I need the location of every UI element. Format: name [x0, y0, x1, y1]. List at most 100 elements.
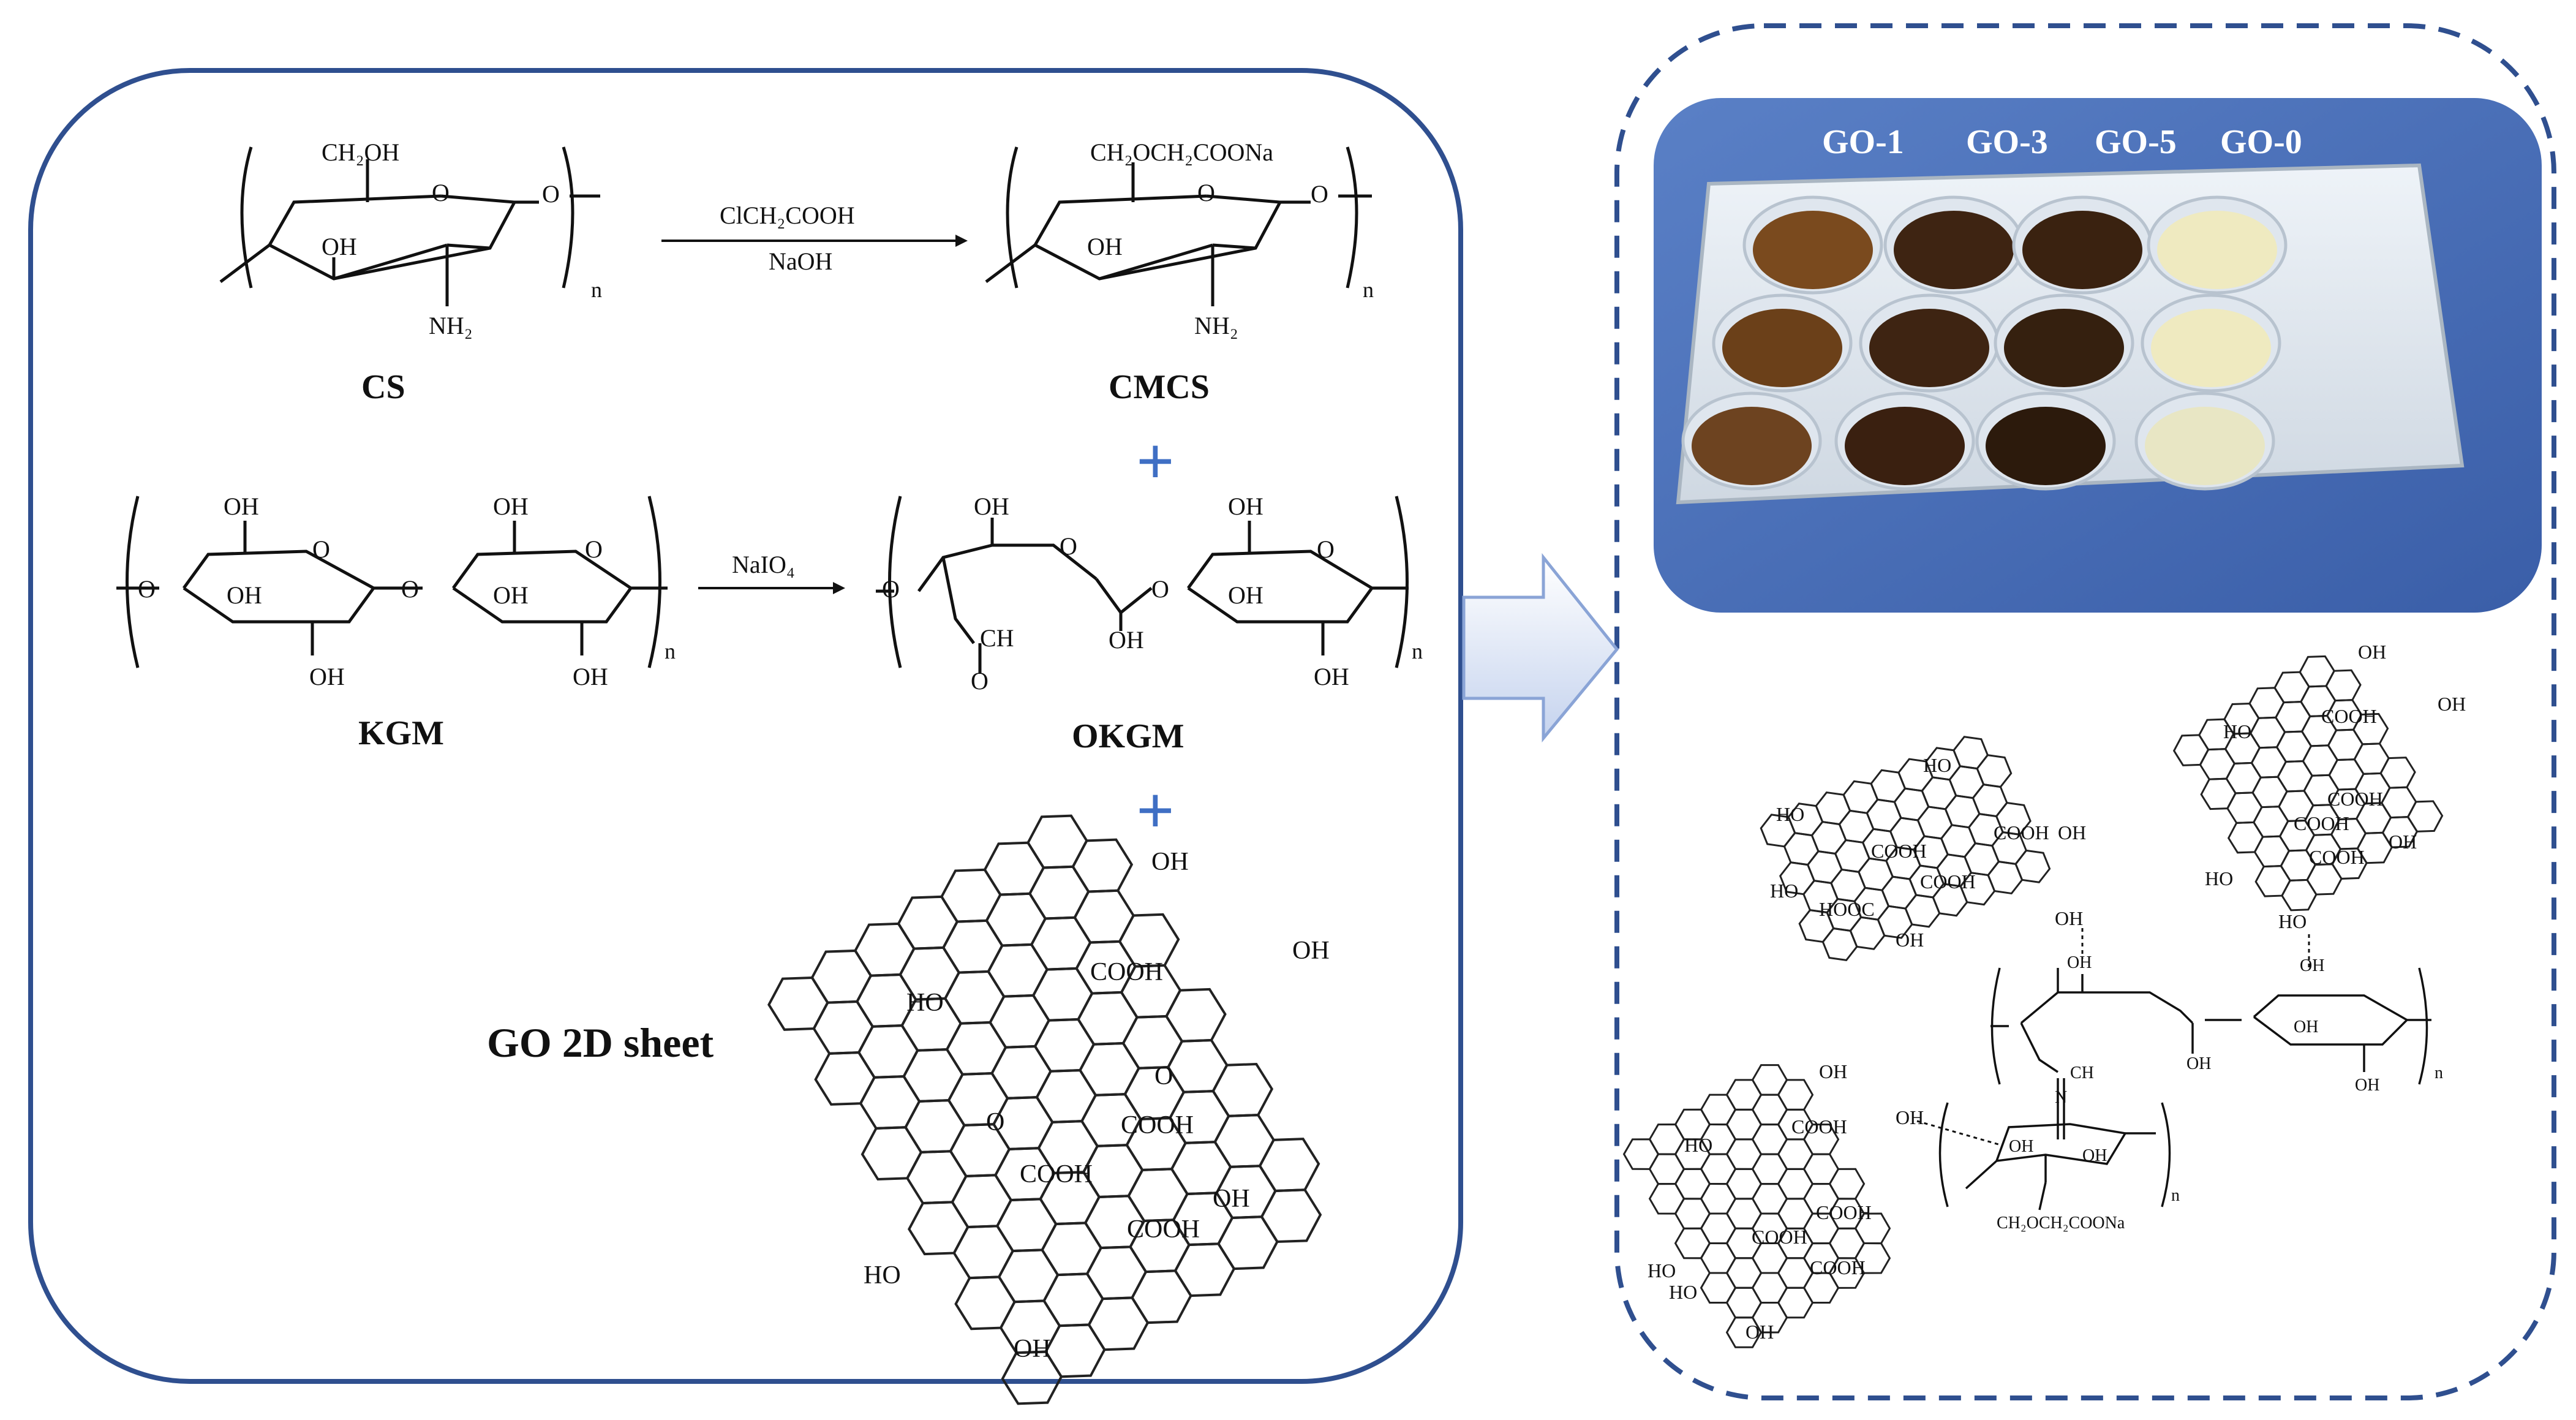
- hexagon-ring: [1073, 889, 1135, 944]
- net-ho-7: HO: [1684, 1134, 1712, 1156]
- go-sheet-right-bottom-left: [1622, 1064, 1891, 1348]
- hexagon-ring: [2172, 734, 2210, 766]
- well-liquid: [1722, 309, 1842, 387]
- hexagon-ring: [943, 970, 1006, 1025]
- net-cooh-9: COOH: [1816, 1201, 1872, 1223]
- well-grid: [1681, 195, 2288, 491]
- okgm-ring-o-2: O: [1317, 535, 1335, 563]
- net-hooc-1: HOOC: [1819, 898, 1875, 920]
- hexagon-ring: [897, 895, 959, 950]
- net-polymer-oh-6: OH: [2009, 1137, 2033, 1156]
- hexagon-ring: [1213, 1114, 1275, 1168]
- hexagon-ring: [1674, 1227, 1711, 1259]
- hexagon-ring: [810, 949, 873, 1004]
- hexagon-ring: [949, 1123, 1011, 1177]
- net-polymer-oh-5: OH: [2355, 1076, 2379, 1095]
- net-cooh-3: COOH: [1920, 871, 1976, 893]
- photo-label-go5: GO-5: [2095, 123, 2177, 161]
- left-panel-frame: [28, 68, 1463, 1384]
- cmcs-oh-label: OH: [1087, 233, 1123, 260]
- go-sheet-right-top-right: [2172, 655, 2444, 912]
- net-cooh-10: COOH: [1752, 1226, 1807, 1248]
- go-left-cooh-3: COOH: [1020, 1160, 1093, 1188]
- go-left-cooh-1: COOH: [1090, 958, 1163, 986]
- hexagon-ring: [2227, 821, 2264, 854]
- photo-label-go0: GO-0: [2220, 123, 2302, 161]
- hexagon-ring: [1087, 1296, 1150, 1351]
- hexagon-ring: [1904, 894, 1941, 928]
- cmcs-ring-o: O: [1197, 179, 1215, 206]
- reaction2-reagent: NaIO₄: [732, 551, 795, 578]
- hexagon-ring: [1258, 1138, 1320, 1192]
- well-liquid: [1894, 211, 2014, 289]
- hexagon-ring: [997, 1248, 1060, 1304]
- hexagon-ring: [1041, 1222, 1102, 1277]
- hexagon-ring: [1033, 1018, 1096, 1073]
- kgm-oh-6: OH: [573, 663, 608, 690]
- kgm-structure: [116, 496, 668, 668]
- okgm-o-carbonyl: O: [971, 667, 989, 695]
- hexagon-ring: [2406, 800, 2444, 833]
- hexagon-ring: [1121, 1014, 1184, 1070]
- net-cooh-6: COOH: [2294, 812, 2349, 834]
- kgm-oh-1: OH: [224, 493, 259, 520]
- net-cooh-7: COOH: [2309, 846, 2365, 868]
- hexagon-ring: [1079, 1041, 1140, 1097]
- go-left-ho-bottom: HO: [864, 1261, 901, 1290]
- hexagon-ring: [812, 1000, 875, 1055]
- net-polymer-oh-4: OH: [2294, 1018, 2318, 1037]
- go-left-oh-top: OH: [1151, 848, 1189, 876]
- okgm-ch-label: CH: [980, 624, 1014, 652]
- go-left-ho-left: HO: [906, 989, 944, 1017]
- net-cooh-1: COOH: [1871, 840, 1927, 862]
- hexagon-ring: [861, 1126, 923, 1181]
- hexagon-ring: [1217, 1215, 1279, 1271]
- hexagon-ring: [906, 1150, 968, 1205]
- cs-structure: [219, 146, 600, 306]
- kgm-left-o: O: [138, 575, 156, 603]
- hexagon-ring: [1260, 1188, 1322, 1244]
- well-liquid: [1845, 407, 1965, 485]
- well-liquid: [2145, 407, 2265, 485]
- net-cooh-8: COOH: [1791, 1116, 1847, 1138]
- hexagon-ring: [1030, 916, 1092, 971]
- network-polymer: [1938, 967, 2431, 1210]
- right-panel-frame: [1614, 23, 2556, 1400]
- cmcs-bridge-o: O: [1311, 180, 1328, 208]
- cs-ch2oh-label: CH₂OH: [322, 138, 399, 166]
- net-polymer-oh-7: OH: [2082, 1146, 2107, 1165]
- hexagon-ring: [954, 1275, 1016, 1331]
- okgm-n-label: n: [1412, 639, 1423, 663]
- net-oh-9: OH: [1746, 1321, 1774, 1343]
- net-ho-5: HO: [2205, 867, 2233, 889]
- net-oh-6: OH: [2389, 831, 2417, 853]
- net-oh-4: OH: [2358, 641, 2386, 663]
- hexagon-ring: [995, 1198, 1058, 1253]
- net-ho-2: HO: [1923, 754, 1951, 776]
- hexagon-ring: [1077, 991, 1139, 1046]
- hexagon-ring: [1026, 814, 1088, 869]
- plus-sign-1: +: [1136, 424, 1175, 499]
- well-liquid: [2004, 309, 2124, 387]
- go-left-o-2: O: [986, 1108, 1004, 1136]
- okgm-left-o: O: [882, 575, 900, 603]
- kgm-n-label: n: [665, 639, 676, 663]
- kgm-ring-o-2: O: [585, 535, 603, 563]
- hexagon-ring: [767, 976, 829, 1031]
- hexagon-ring: [1777, 1286, 1814, 1319]
- hexagon-ring: [1085, 1245, 1148, 1301]
- hexagon-ring: [1165, 988, 1227, 1043]
- okgm-ring-o-top: O: [1060, 532, 1077, 560]
- go-sheet-label: GO 2D sheet: [487, 1019, 714, 1066]
- hexagon-ring: [814, 1051, 876, 1106]
- well-plate-photo: [1654, 98, 2542, 613]
- go-left-cooh-2: COOH: [1121, 1111, 1194, 1139]
- hexagon-ring: [2254, 865, 2291, 897]
- go-sheet-right-top-left: [1760, 736, 2051, 962]
- hexagon-ring: [985, 892, 1047, 947]
- net-cooh-2: COOH: [1994, 821, 2049, 844]
- okgm-oh-2: OH: [1228, 493, 1264, 520]
- go-left-oh-bottom: OH: [1014, 1335, 1051, 1363]
- cs-bridge-o: O: [542, 180, 560, 208]
